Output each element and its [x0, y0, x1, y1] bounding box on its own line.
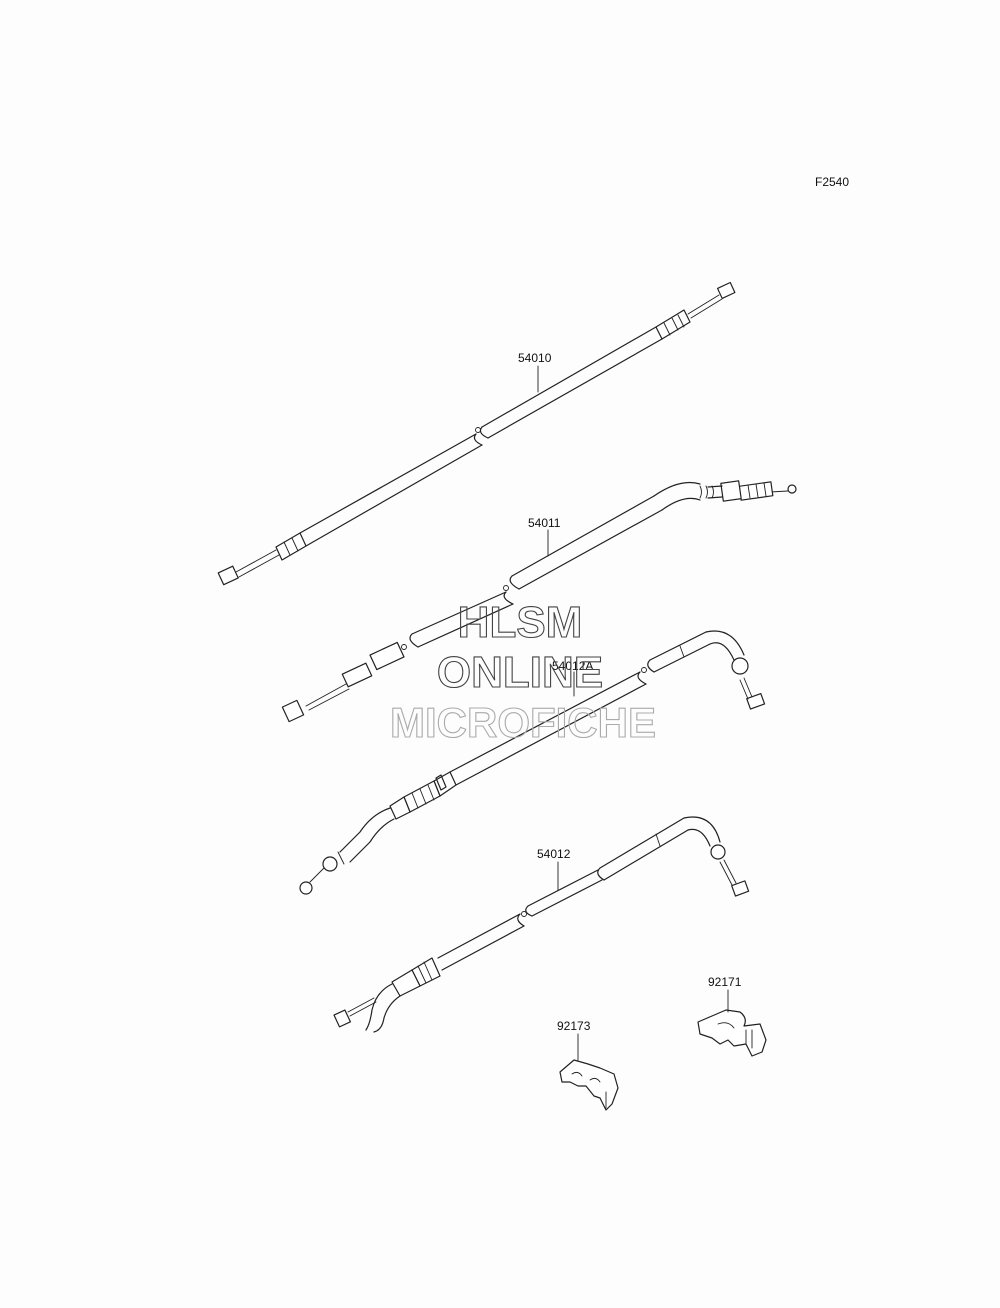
- watermark-line-3: MICROFICHE: [390, 699, 656, 746]
- cable-54010[interactable]: 54010: [217, 281, 736, 586]
- part-number-54012: 54012: [537, 847, 571, 861]
- cable-54012[interactable]: 54012: [333, 816, 750, 1033]
- clamp-92173[interactable]: 92173: [557, 1019, 619, 1111]
- part-number-92173: 92173: [557, 1019, 591, 1033]
- cable-54012a[interactable]: 54012A: [299, 630, 766, 895]
- cable-54011[interactable]: 54011: [281, 480, 797, 723]
- part-number-92171: 92171: [708, 975, 742, 989]
- figure-code: F2540: [815, 175, 849, 189]
- part-number-54011: 54011: [528, 516, 561, 530]
- watermark-line-1: HLSM: [458, 598, 583, 647]
- part-number-54012a: 54012A: [552, 659, 593, 673]
- clamp-92171[interactable]: 92171: [697, 975, 767, 1057]
- part-number-54010: 54010: [518, 351, 552, 365]
- watermark-line-2: ONLINE: [437, 648, 603, 697]
- watermark: HLSM ONLINE MICROFICHE: [389, 597, 656, 746]
